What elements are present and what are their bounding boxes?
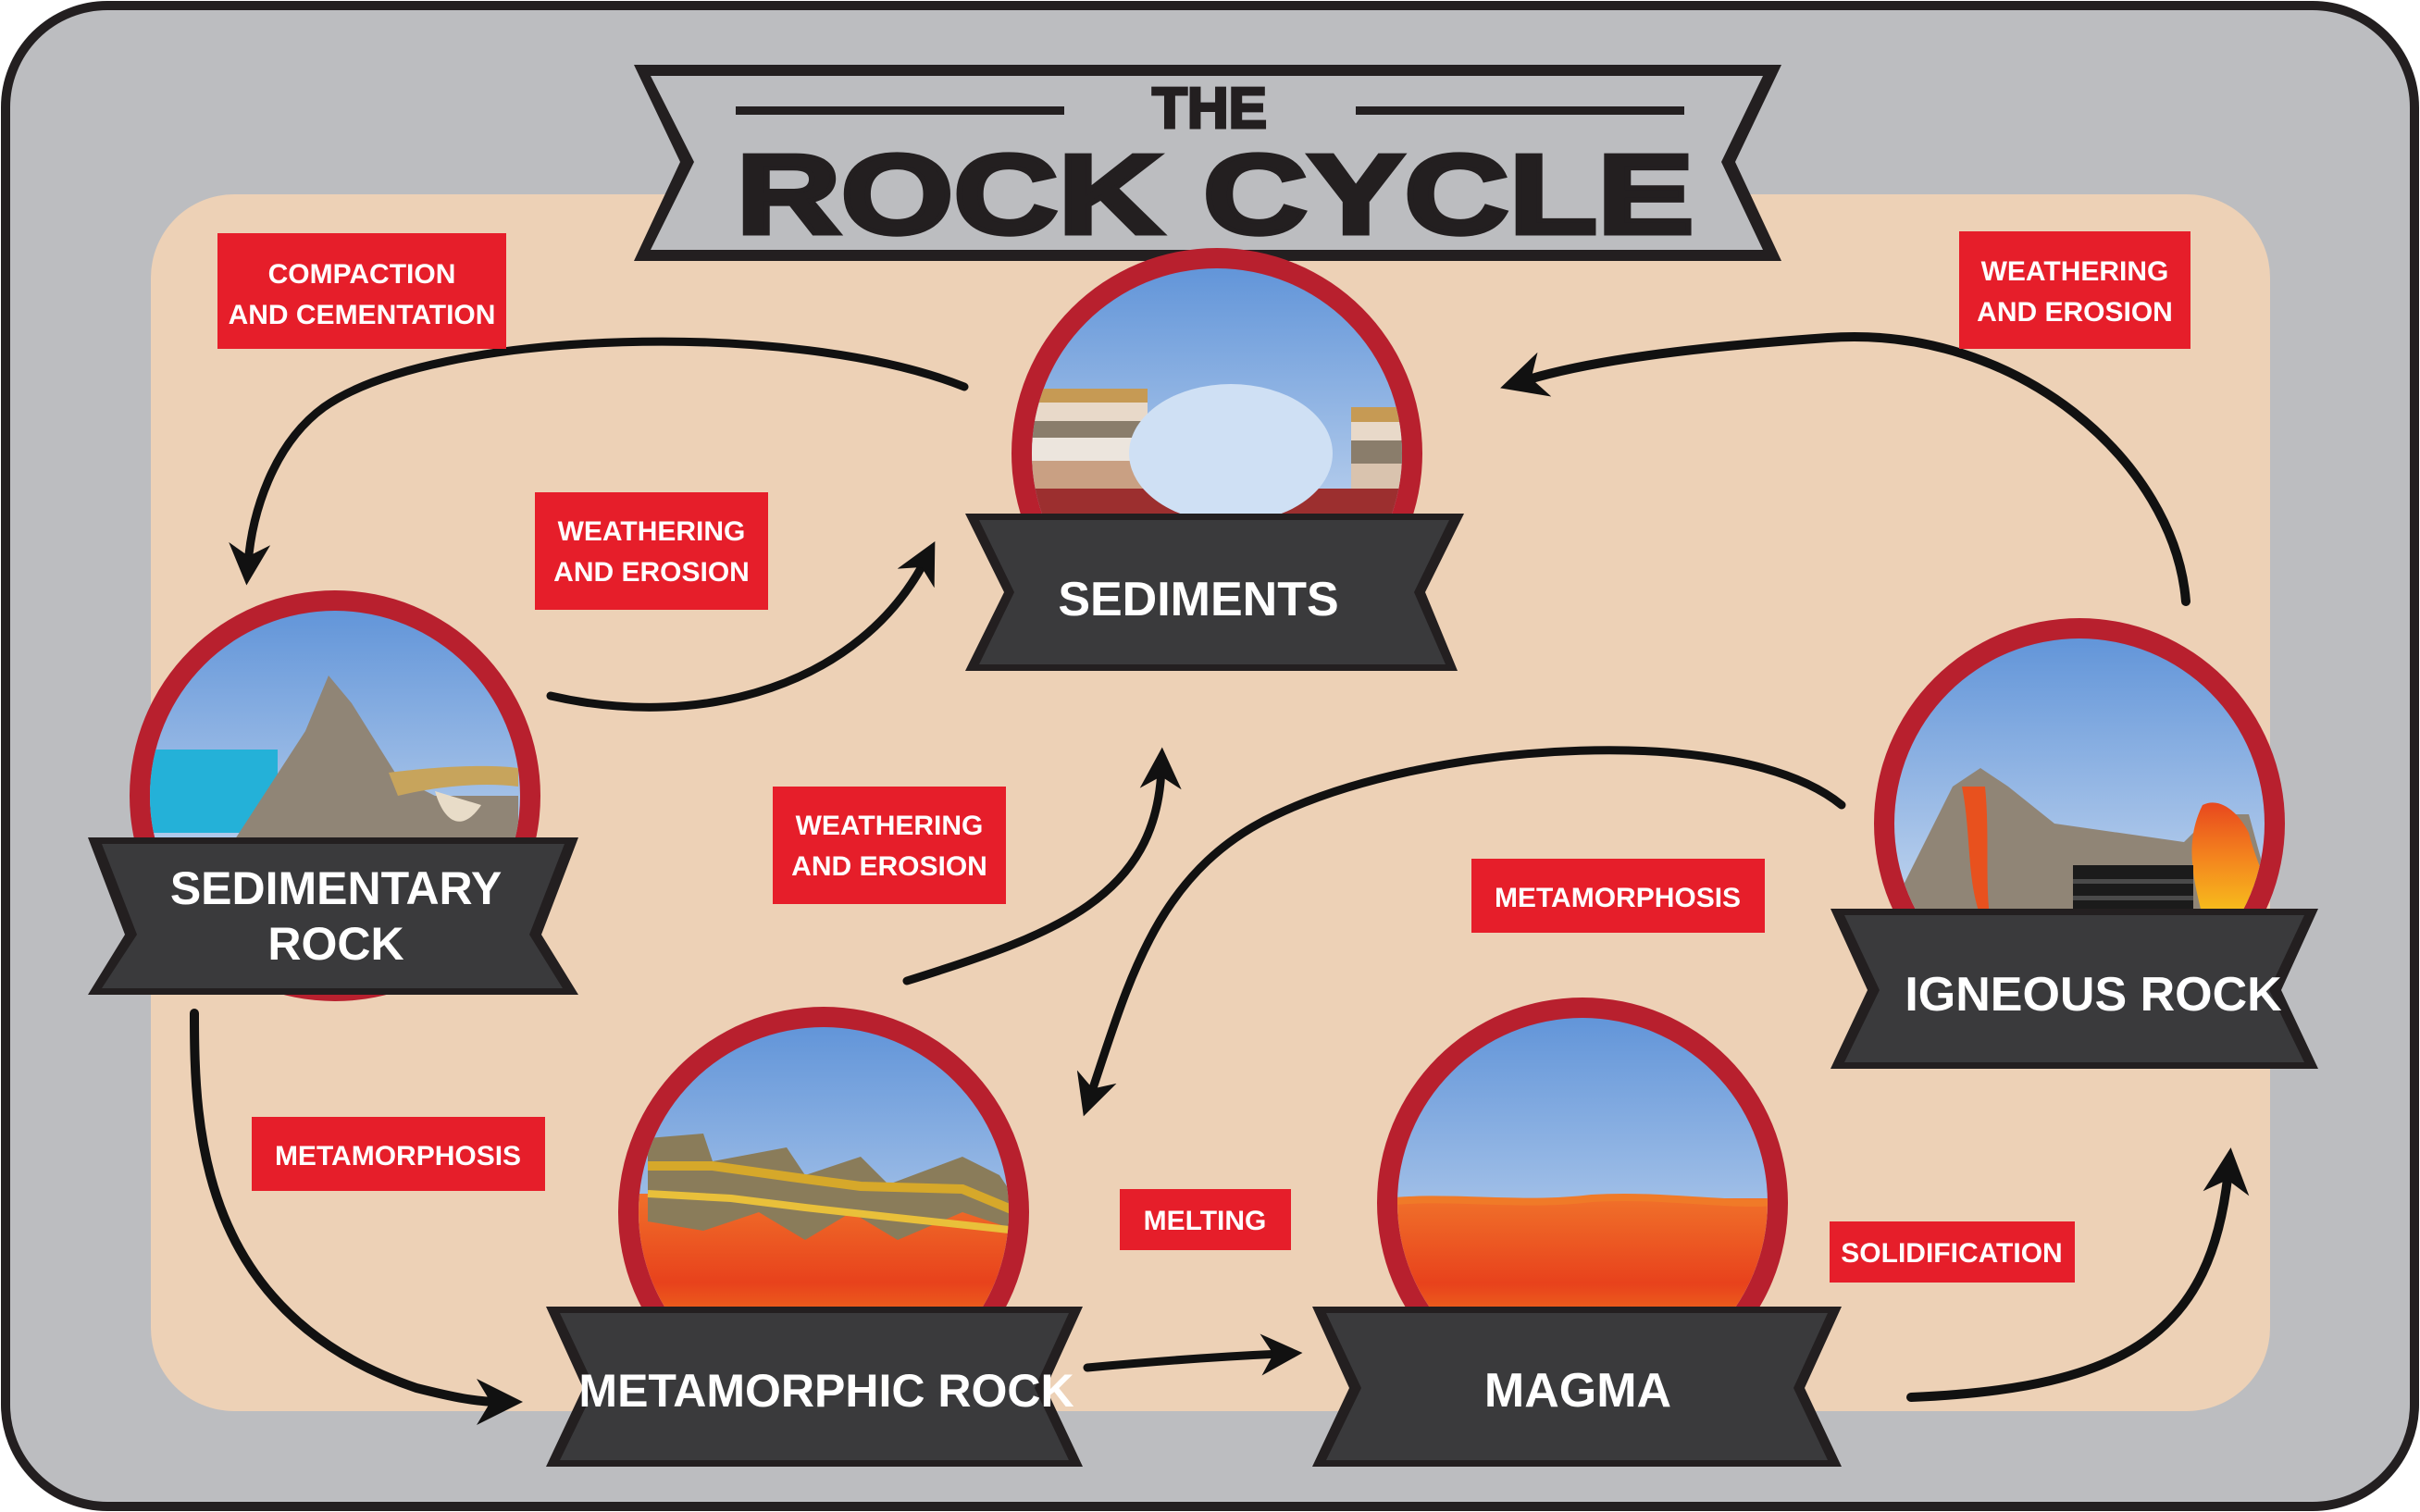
label-sedimentary-line2: ROCK [267,918,403,970]
label-magma: MAGMA [1484,1364,1671,1418]
svg-text:WEATHERING: WEATHERING [1981,256,2169,287]
svg-text:COMPACTION: COMPACTION [268,259,456,290]
label-metamorphic: METAMORPHIC ROCK [578,1365,1073,1417]
stage-sediments: SEDIMENTS [965,248,1464,671]
title-line1: THE [1152,77,1267,141]
arrow-sedimentary-to-sediments [546,541,936,712]
stage-metamorphic-rock: METAMORPHIC ROCK [546,1007,1083,1467]
process-melting: MELTING [1120,1189,1291,1250]
svg-text:METAMORPHOSIS: METAMORPHOSIS [1495,883,1741,913]
svg-text:AND CEMENTATION: AND CEMENTATION [229,300,496,330]
label-sedimentary-line1: SEDIMENTARY [170,862,502,914]
arrow-metamorphic-to-sediments [902,747,1182,985]
svg-text:AND EROSION: AND EROSION [553,557,750,588]
arrow-sediments-to-sedimentary [229,337,969,586]
svg-text:AND EROSION: AND EROSION [1977,297,2173,328]
label-sediments: SEDIMENTS [1058,573,1338,626]
cycle-arrows [190,331,2250,1425]
process-metamorphosis-center: METAMORPHOSIS [1471,859,1765,933]
title-banner: THE ROCK CYCLE [634,65,1781,261]
process-metamorphosis-left: METAMORPHOSIS [252,1117,545,1191]
svg-text:AND EROSION: AND EROSION [791,851,987,882]
process-labels: COMPACTION AND CEMENTATION WEATHERING AN… [217,231,2190,1283]
process-solidification: SOLIDIFICATION [1830,1221,2075,1283]
process-weathering-left: WEATHERING AND EROSION [535,492,768,610]
arrow-igneous-to-metamorphic [1076,746,1846,1117]
svg-text:SOLIDIFICATION: SOLIDIFICATION [1841,1238,2062,1269]
svg-text:WEATHERING: WEATHERING [558,516,746,547]
stage-igneous-rock: IGNEOUS ROCK [1831,618,2318,1069]
page-title: ROCK CYCLE [737,131,1694,257]
arrow-sedimentary-to-metamorphic [190,1009,523,1425]
process-weathering-upper-right: WEATHERING AND EROSION [1959,231,2190,349]
process-weathering-center: WEATHERING AND EROSION [773,787,1006,904]
arrow-magma-to-igneous [1906,1147,2250,1402]
svg-text:METAMORPHOSIS: METAMORPHOSIS [275,1141,521,1171]
arrow-igneous-to-sediments [1500,331,2190,606]
svg-text:MELTING: MELTING [1144,1206,1267,1236]
label-igneous: IGNEOUS ROCK [1905,968,2282,1022]
process-compaction: COMPACTION AND CEMENTATION [217,233,506,349]
stage-sedimentary-rock: SEDIMENTARY ROCK [88,590,578,1001]
arrow-metamorphic-to-magma [1083,1333,1303,1376]
stage-magma: MAGMA [1312,998,1842,1467]
svg-text:WEATHERING: WEATHERING [796,811,984,841]
